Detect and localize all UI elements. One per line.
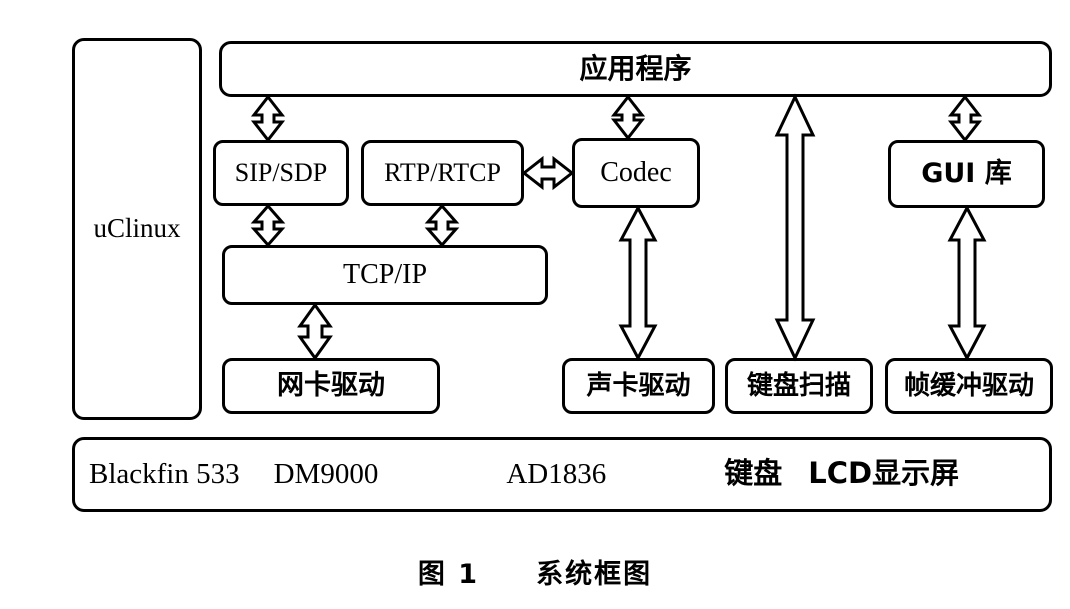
connector-rtprtcp-tcpip (424, 203, 460, 248)
block-hardware-bar: Blackfin 533 DM9000 AD1836 键盘 LCD显示屏 (72, 437, 1052, 512)
connector-app-sipsdp (250, 94, 286, 143)
block-sound-card-driver: 声卡驱动 (562, 358, 715, 414)
connector-app-codec (610, 94, 646, 141)
connector-app-keyscan (774, 93, 816, 362)
figure-caption: 图 1 系统框图 (0, 552, 1070, 591)
connector-tcpip-netdrv (297, 302, 333, 361)
hardware-item-lcd-display: LCD显示屏 (808, 456, 960, 491)
block-framebuffer-driver: 帧缓冲驱动 (885, 358, 1053, 414)
connector-app-gui (947, 94, 983, 143)
block-keyboard-scan: 键盘扫描 (725, 358, 873, 414)
block-network-card-driver-label: 网卡驱动 (277, 370, 385, 402)
connector-rtprtcp-codec (521, 155, 575, 191)
block-rtp-rtcp: RTP/RTCP (361, 140, 524, 206)
block-gui-library: GUI 库 (888, 140, 1045, 208)
block-uclinux-label: uClinux (93, 213, 181, 244)
figure-caption-gap (490, 559, 524, 590)
block-sip-sdp: SIP/SDP (213, 140, 349, 206)
hardware-item-list: Blackfin 533 DM9000 AD1836 键盘 LCD显示屏 (89, 456, 1049, 491)
hardware-item-keyboard: 键盘 (724, 456, 783, 491)
block-tcp-ip: TCP/IP (222, 245, 548, 305)
connector-sipsdp-tcpip (250, 203, 286, 248)
block-codec-label: Codec (600, 156, 672, 188)
block-rtp-rtcp-label: RTP/RTCP (384, 157, 501, 187)
block-sip-sdp-label: SIP/SDP (234, 157, 328, 187)
hardware-item-ad1836: AD1836 (506, 458, 607, 491)
block-network-card-driver: 网卡驱动 (222, 358, 440, 414)
block-uclinux: uClinux (72, 38, 202, 420)
hardware-item-blackfin: Blackfin 533 (89, 458, 240, 491)
block-sound-card-driver-label: 声卡驱动 (586, 370, 691, 401)
hardware-item-dm9000: DM9000 (273, 458, 379, 491)
block-application: 应用程序 (219, 41, 1052, 97)
block-framebuffer-driver-label: 帧缓冲驱动 (903, 370, 1034, 401)
connector-gui-fbdrv (947, 204, 987, 362)
block-codec: Codec (572, 138, 700, 208)
block-keyboard-scan-label: 键盘扫描 (746, 370, 851, 401)
figure-caption-number: 图 1 (417, 559, 480, 590)
connector-codec-sounddrv (618, 204, 658, 362)
figure-caption-title: 系统框图 (536, 559, 653, 590)
block-application-label: 应用程序 (579, 51, 692, 85)
block-tcp-ip-label: TCP/IP (342, 258, 428, 290)
block-gui-library-label: GUI 库 (921, 158, 1012, 190)
